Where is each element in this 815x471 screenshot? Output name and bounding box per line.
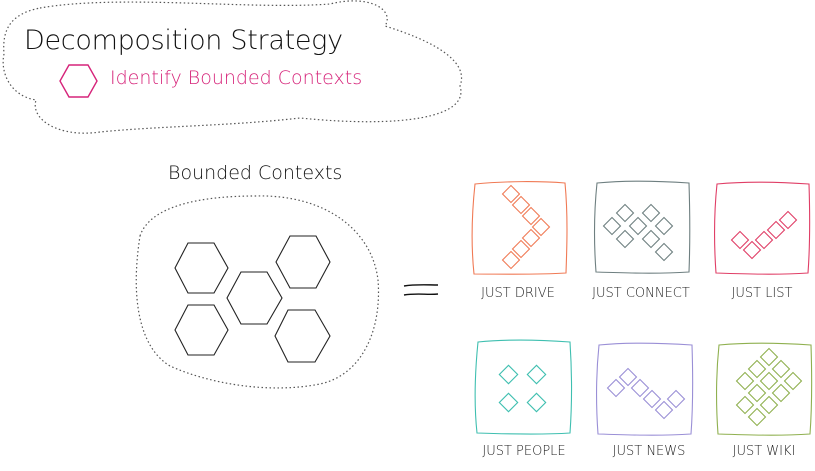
bounded-context-hexagon xyxy=(274,309,331,363)
app-tile-just-news xyxy=(596,342,694,436)
app-label-just-wiki: JUST WIKI xyxy=(732,444,796,459)
app-label-just-drive: JUST DRIVE xyxy=(481,286,555,301)
app-tile-just-connect xyxy=(594,180,691,274)
app-label-just-people: JUST PEOPLE xyxy=(482,444,566,459)
app-tile-just-drive xyxy=(471,181,568,275)
app-tile-just-people xyxy=(474,339,573,435)
bounded-context-hexagon xyxy=(226,271,283,325)
hexagon-icon xyxy=(59,64,98,98)
app-label-just-list: JUST LIST xyxy=(731,286,793,301)
bounded-context-hexagon xyxy=(174,242,229,294)
bounded-context-hexagons xyxy=(174,235,331,363)
app-tile-just-wiki xyxy=(716,342,813,436)
bounded-context-hexagon xyxy=(174,304,229,356)
page-subtitle: Identify Bounded Contexts xyxy=(110,67,363,89)
app-label-just-connect: JUST CONNECT xyxy=(592,286,690,301)
page-title: Decomposition Strategy xyxy=(24,25,343,56)
bounded-contexts-title: Bounded Contexts xyxy=(168,162,343,184)
equals-sign xyxy=(403,284,439,296)
app-tile-just-list xyxy=(714,181,811,275)
app-label-just-news: JUST NEWS xyxy=(612,444,686,459)
bounded-contexts-cloud xyxy=(135,195,380,389)
bounded-context-hexagon xyxy=(275,235,331,289)
